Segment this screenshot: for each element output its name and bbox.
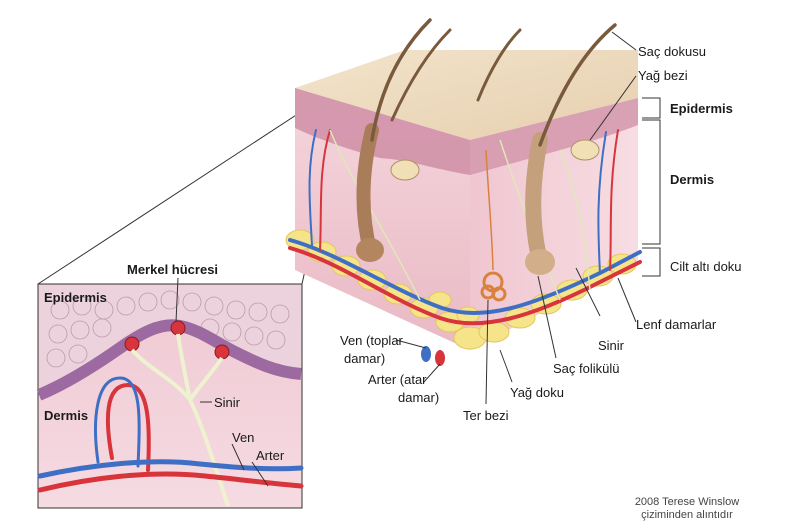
inset-vessels xyxy=(37,376,304,493)
label-fat-tissue: Yağ doku xyxy=(510,385,564,400)
label-sweat-gland: Ter bezi xyxy=(463,408,509,423)
sebaceous-glands xyxy=(390,139,600,181)
blood-vessels xyxy=(288,129,642,326)
credit-line1: 2008 Terese Winslow xyxy=(634,496,740,508)
inset-label-epidermis: Epidermis xyxy=(44,290,107,305)
leader-lines xyxy=(395,31,637,405)
inset-label-vein: Ven xyxy=(232,430,255,445)
label-sebaceous-gland: Yağ bezi xyxy=(638,68,688,83)
inset-label-merkel-cell: Merkel hücresi xyxy=(127,262,219,277)
credit: 2008 Terese Winslow çiziminden alıntıdır xyxy=(612,496,762,522)
label-artery-line1: Arter (atar xyxy=(368,372,427,387)
zoom-lines xyxy=(37,103,338,285)
skin-block xyxy=(285,18,642,366)
label-subcutaneous: Cilt altı doku xyxy=(670,259,742,274)
label-nerve: Sinir xyxy=(598,338,625,353)
epidermis-band xyxy=(295,88,470,175)
hair-shafts xyxy=(370,18,617,147)
inset-panel xyxy=(36,277,304,509)
credit-line2: çiziminden alıntıdır xyxy=(641,509,733,521)
inset-label-dermis: Dermis xyxy=(44,408,89,423)
cut-vessels xyxy=(421,346,445,366)
inset-label-nerve: Sinir xyxy=(214,395,241,410)
label-hair-follicle: Saç folikülü xyxy=(553,361,620,376)
label-artery-line2: damar) xyxy=(398,390,440,405)
sweat-gland xyxy=(480,149,507,302)
label-hair-shaft: Saç dokusu xyxy=(638,44,706,59)
inset-leaders xyxy=(175,277,269,487)
label-vein-line2: damar) xyxy=(344,351,386,366)
layer-brackets xyxy=(642,97,661,277)
hair-follicles xyxy=(356,123,555,275)
inset-label-artery: Arter xyxy=(256,448,285,463)
label-lymph-vessels: Lenf damarlar xyxy=(636,317,717,332)
label-dermis: Dermis xyxy=(670,172,715,187)
label-vein-line1: Ven (toplar xyxy=(340,333,403,348)
label-epidermis: Epidermis xyxy=(670,101,733,116)
